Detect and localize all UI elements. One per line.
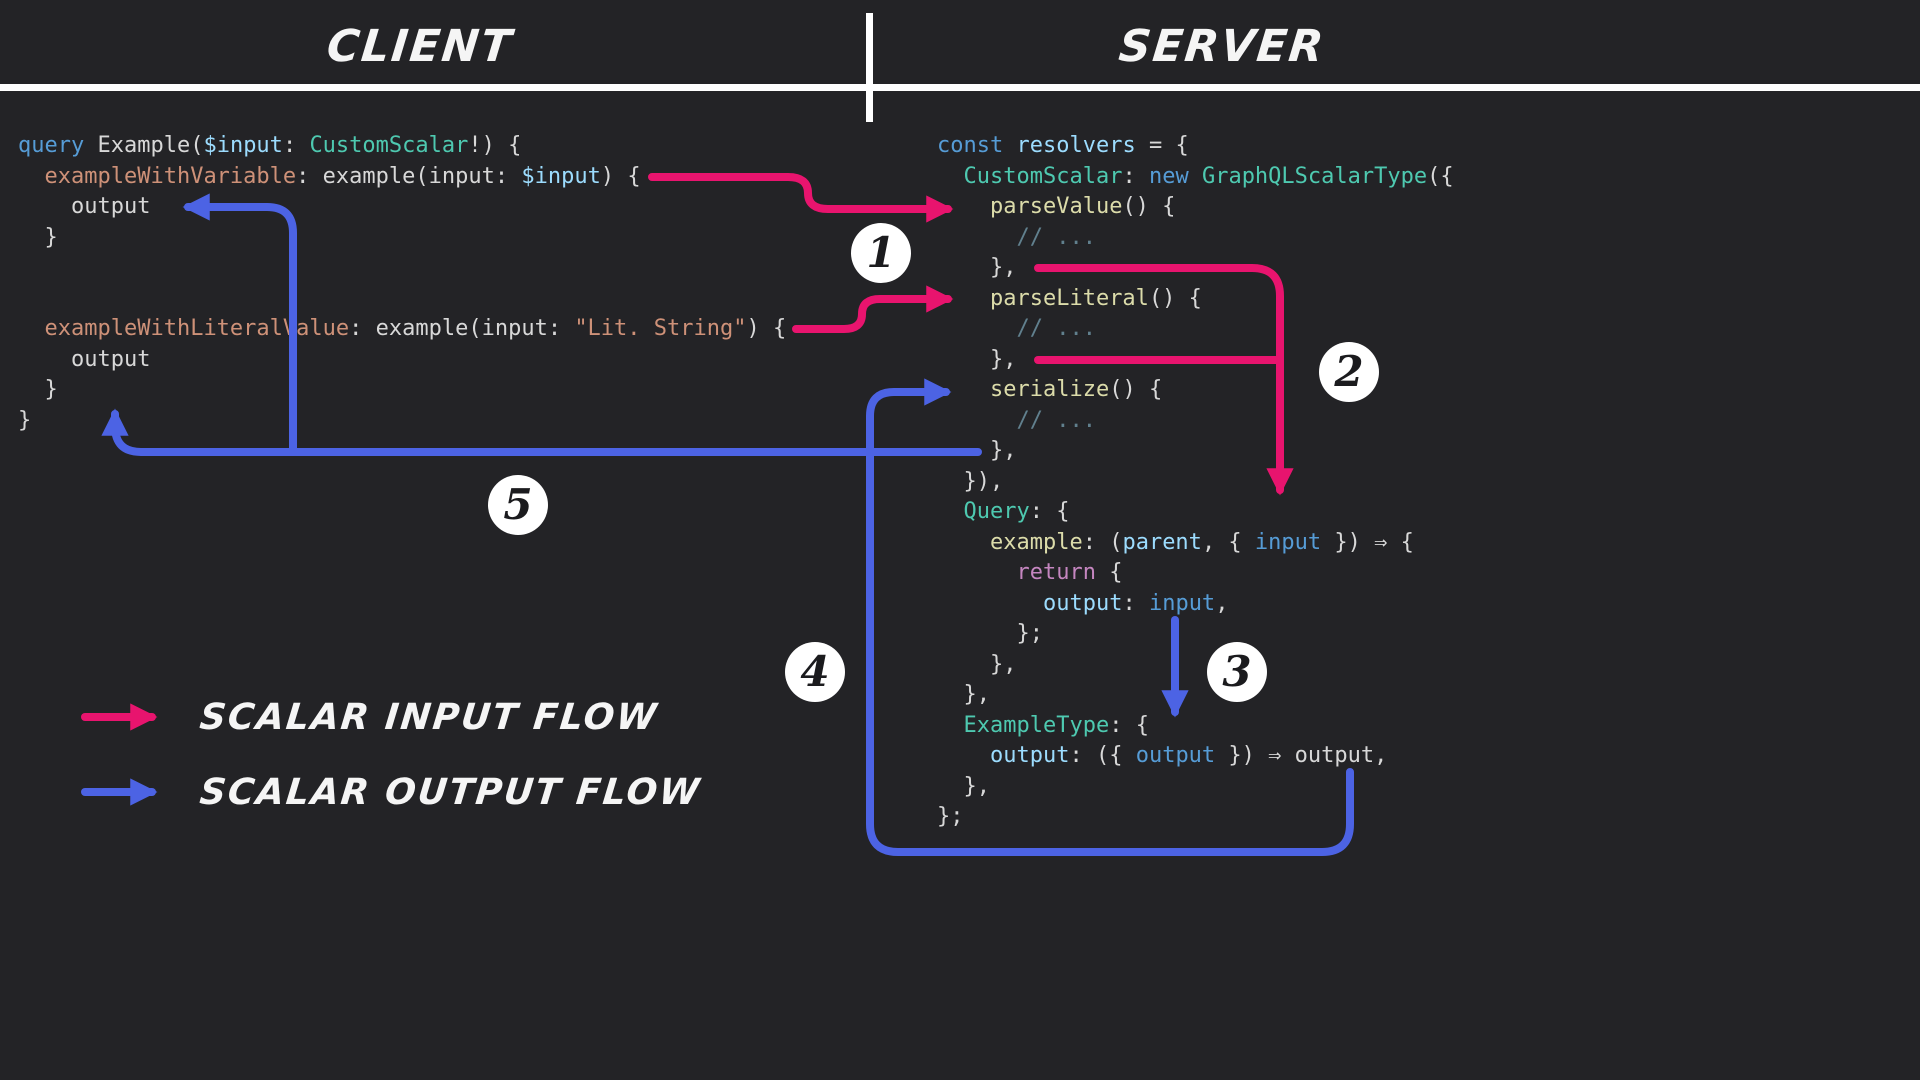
code-line: }, [937, 773, 990, 799]
code-line: parseLiteral() { [989, 285, 1202, 311]
code-line: // ... [937, 407, 1096, 433]
code-line: output: ({ output }) ⇒ output, [989, 743, 1388, 768]
code-line: ExampleType: { [963, 712, 1149, 738]
code-line: example: (parent, { input }) ⇒ { [989, 529, 1414, 555]
code-line: } [18, 377, 58, 402]
code-line: const resolvers = { [937, 133, 1189, 158]
legend-output-label: SCALAR OUTPUT FLOW [197, 772, 704, 813]
input-flow-arrow-literal-to-parseliteral [792, 285, 954, 333]
code-line: exampleWithLiteralValue: example(input: … [44, 316, 787, 341]
code-line: // ... [937, 316, 1096, 341]
code-line [18, 284, 786, 315]
code-line: }, [937, 438, 1017, 463]
code-line: output [18, 194, 151, 219]
step-badge-5: 5 [488, 475, 548, 535]
code-line: }), [937, 468, 1004, 494]
code-line: output [18, 346, 151, 372]
code-line: Query: { [963, 499, 1070, 524]
step-number-2: 2 [1334, 347, 1364, 396]
step-number-5: 5 [503, 480, 533, 529]
code-line: }; [937, 804, 964, 829]
client-query-code: query Example($input: CustomScalar!) { e… [18, 131, 786, 436]
step-badge-1: 1 [851, 223, 911, 283]
code-line: }, [937, 651, 1017, 677]
step-badge-2: 2 [1319, 342, 1379, 402]
code-line: }, [937, 255, 1017, 280]
step-number-4: 4 [800, 647, 830, 696]
code-line: return { [1016, 560, 1123, 585]
server-resolver-code: const resolvers = { CustomScalar: new Gr… [937, 131, 1454, 833]
header-underline [0, 84, 1920, 91]
code-line: CustomScalar: new GraphQLScalarType({ [963, 163, 1454, 189]
code-line: } [18, 407, 32, 433]
step-badge-4: 4 [785, 642, 845, 702]
code-line: }, [937, 346, 1017, 372]
code-line: }; [937, 621, 1043, 646]
step-number-3: 3 [1222, 647, 1252, 696]
code-line: query Example($input: CustomScalar!) { [18, 133, 522, 158]
step-number-1: 1 [866, 228, 896, 277]
code-line [18, 253, 786, 284]
code-line: output: input, [1042, 590, 1229, 616]
legend-input-label: SCALAR INPUT FLOW [197, 697, 661, 738]
code-line: parseValue() { [989, 194, 1176, 219]
code-line: exampleWithVariable: example(input: $inp… [44, 163, 641, 189]
header-column-divider [866, 13, 873, 122]
code-line: }, [937, 682, 990, 707]
code-line: } [18, 224, 58, 250]
code-line: // ... [937, 224, 1096, 250]
server-column-heading: SERVER [1116, 21, 1328, 72]
client-column-heading: CLIENT [324, 21, 516, 72]
step-badge-3: 3 [1207, 642, 1267, 702]
